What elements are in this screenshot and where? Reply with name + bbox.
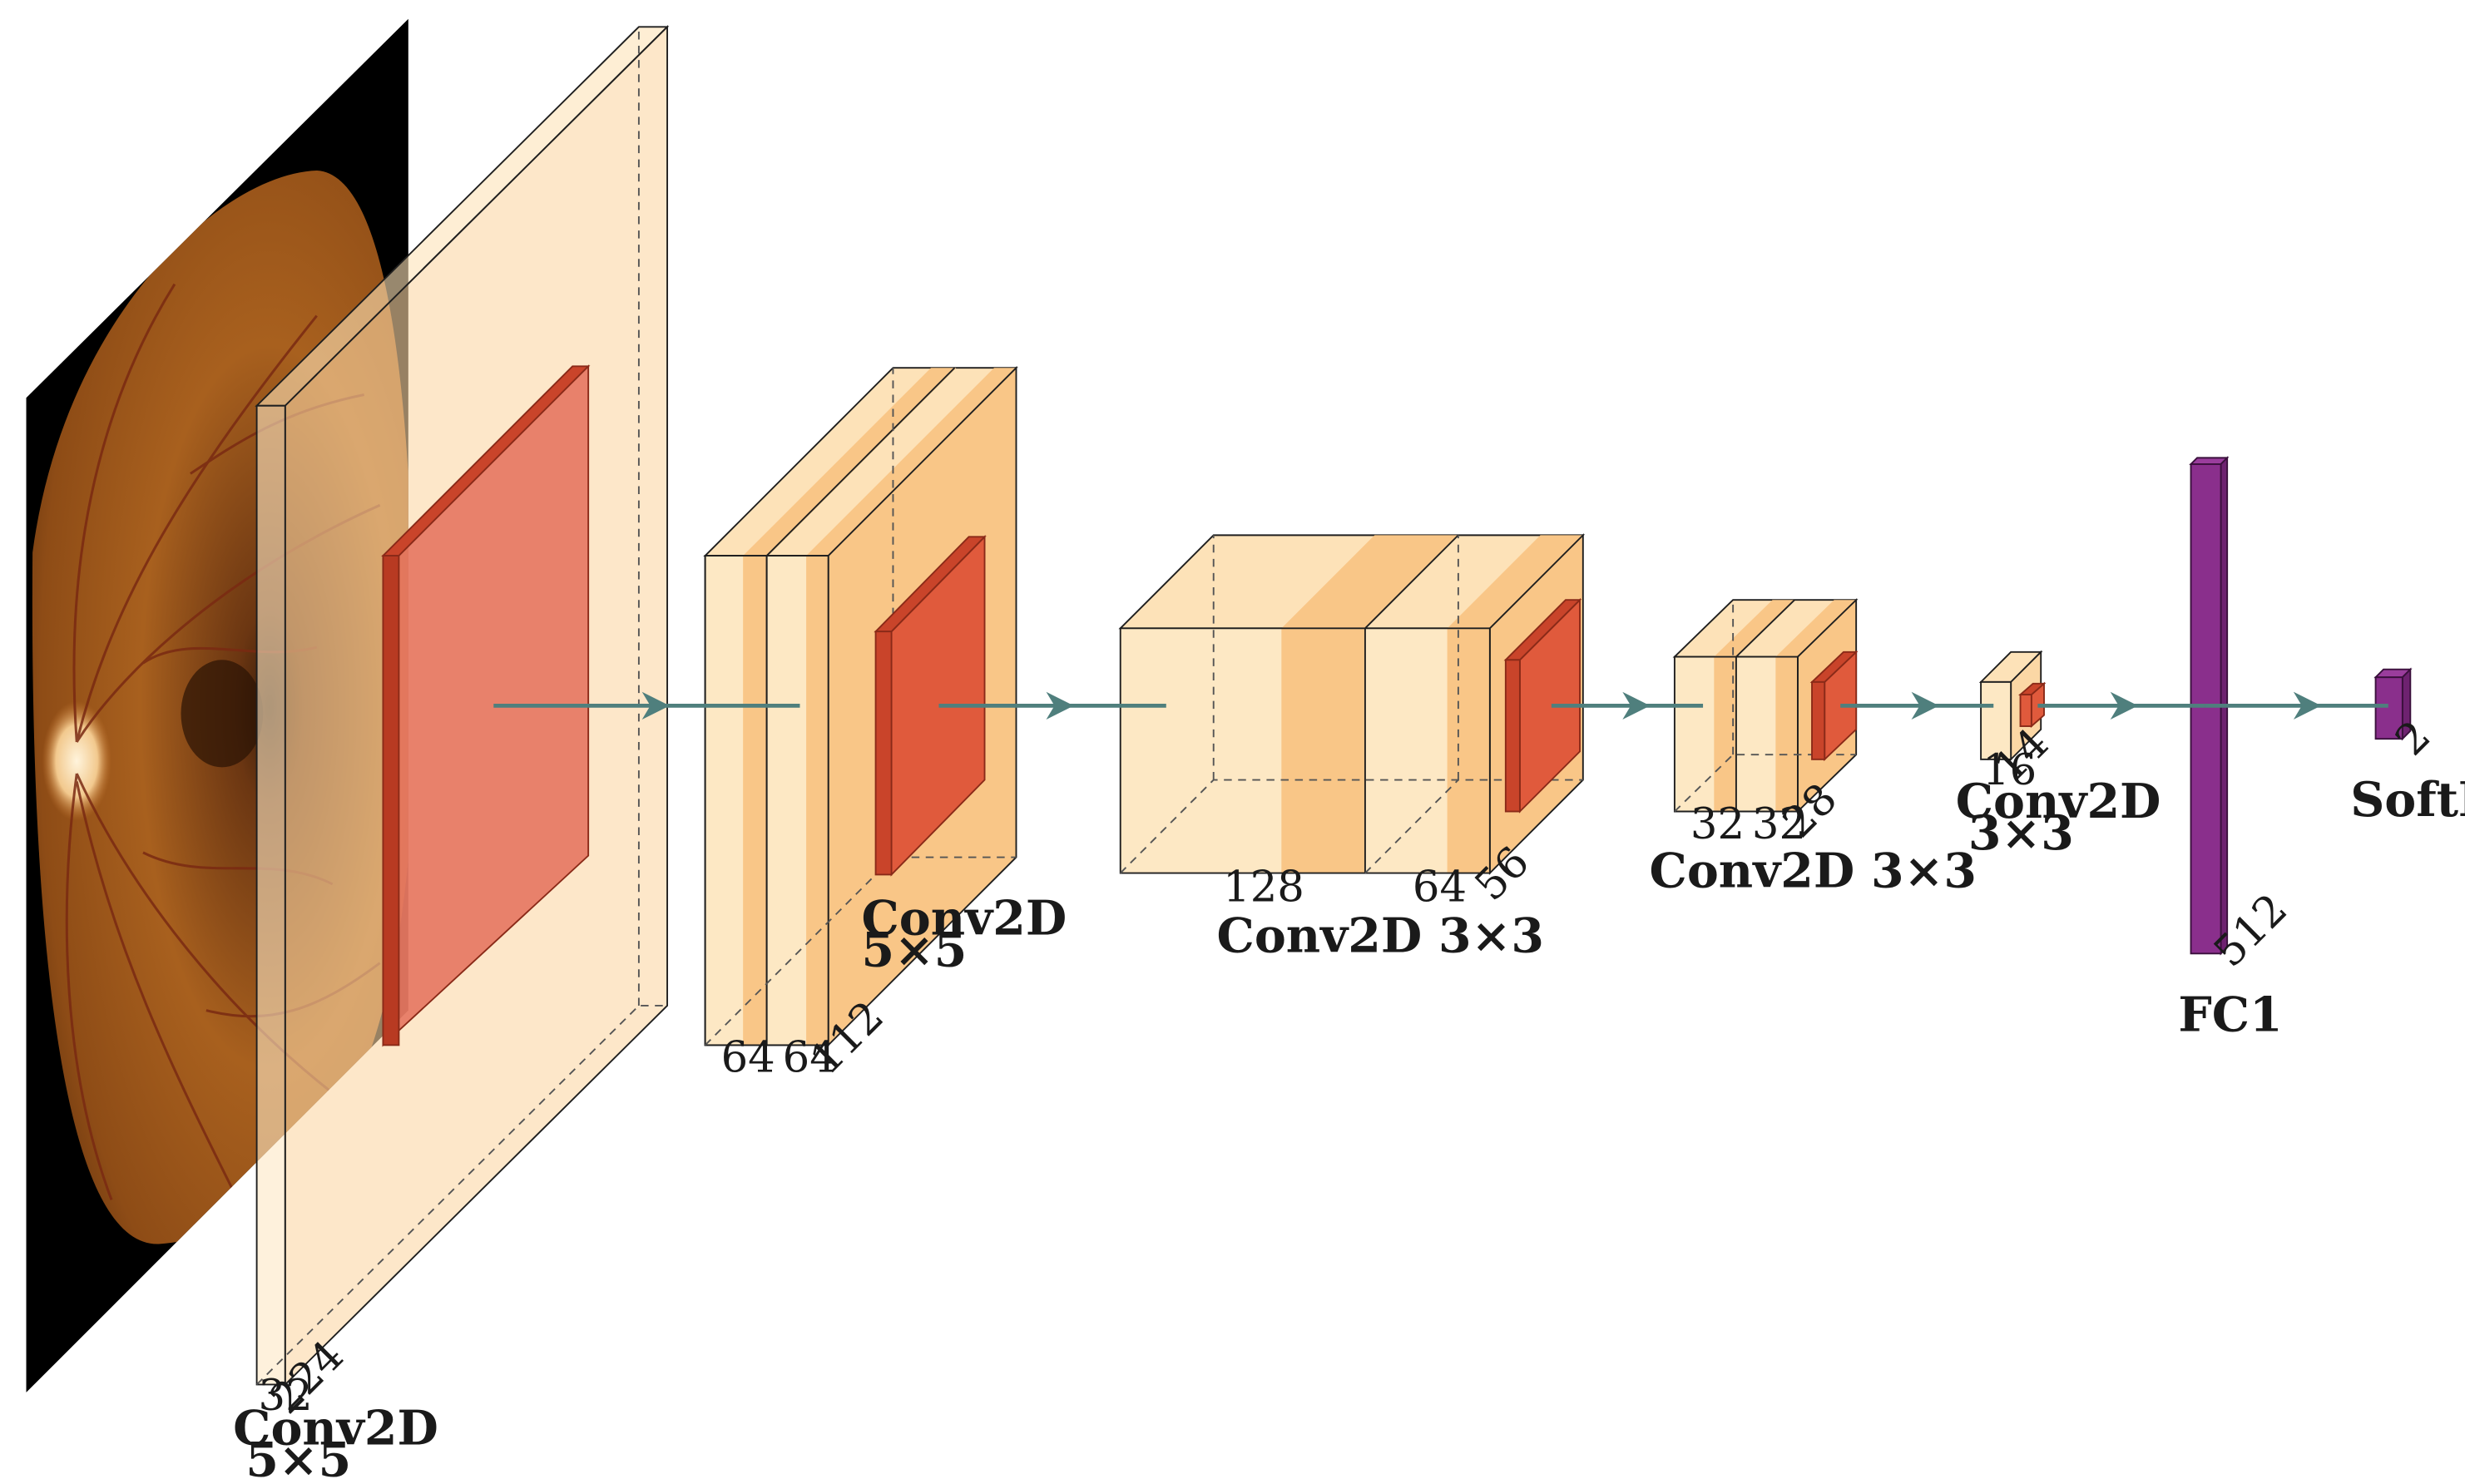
conv5-kernel-front	[2019, 694, 2032, 727]
conv3-kernel	[1503, 597, 1582, 814]
conv2-dim-1: 64	[721, 1033, 775, 1083]
conv4-top-band-1	[1714, 600, 1795, 657]
conv5-front	[1980, 680, 2012, 760]
conv3-top-band-2	[1447, 535, 1583, 629]
input-kernel-front	[382, 555, 400, 1046]
input-kernel	[381, 364, 591, 1047]
conv2-label-line1: Conv2D	[862, 892, 1067, 947]
conv4-outline	[1673, 599, 1799, 813]
layer-labels: Conv2D 5×5 Conv2D 5×5 Conv2D 3×3 Conv2D …	[233, 773, 2465, 1484]
conv1-dim-channels: 32	[259, 1371, 313, 1421]
conv4-dim-2: 32	[1752, 799, 1806, 849]
conv1-front-face	[255, 404, 286, 1386]
conv2-band-1	[743, 556, 767, 1046]
conv3-hidden-edges	[1120, 535, 1583, 874]
conv5-label-line2: 3×3	[1968, 806, 2074, 861]
conv4-kernel-front	[1811, 680, 1826, 760]
conv4-dim-1: 32	[1690, 799, 1745, 849]
conv5-label-line1: Conv2D	[1956, 774, 2161, 829]
conv1-label-line1: Conv2D	[233, 1402, 438, 1457]
conv2-dim-2: 64	[783, 1033, 837, 1083]
fc1-label: FC1	[2178, 987, 2282, 1042]
conv5-kernel	[2018, 681, 2047, 729]
conv4-label: Conv2D 3×3	[1650, 844, 1977, 899]
softmax-label: SoftMax	[2350, 773, 2465, 828]
conv3-dim-2: 64	[1413, 863, 1467, 913]
conv3-band-1	[1281, 628, 1365, 873]
conv3-kernel-front	[1504, 659, 1521, 813]
conv3-outline	[1119, 534, 1491, 874]
conv1-hidden-edges	[255, 27, 668, 1386]
conv2-top-band-1	[743, 368, 957, 556]
conv5-dim-1: 16	[1982, 745, 2037, 795]
conv4-top-band-2	[1775, 600, 1857, 657]
conv2-kernel-front	[874, 631, 893, 876]
layer-fc1	[2189, 456, 2230, 956]
layer-conv3	[1118, 533, 1586, 875]
conv2-outline	[704, 367, 956, 1046]
softmax-front	[2374, 676, 2403, 740]
conv3-label: Conv2D 3×3	[1217, 908, 1544, 963]
conv3-band-2	[1447, 628, 1490, 873]
conv4-band-2	[1775, 656, 1798, 812]
conv1-label-line2: 5×5	[245, 1433, 351, 1484]
conv2-band-2	[806, 556, 829, 1046]
fc1-front	[2190, 463, 2222, 955]
conv2-label-line2: 5×5	[862, 923, 968, 977]
conv3-dim-1: 128	[1223, 863, 1304, 913]
conv2-kernel	[874, 534, 987, 877]
layer-softmax	[2373, 667, 2413, 741]
conv3-top-band-1	[1281, 535, 1458, 629]
conv2-top-band-2	[806, 368, 1017, 556]
